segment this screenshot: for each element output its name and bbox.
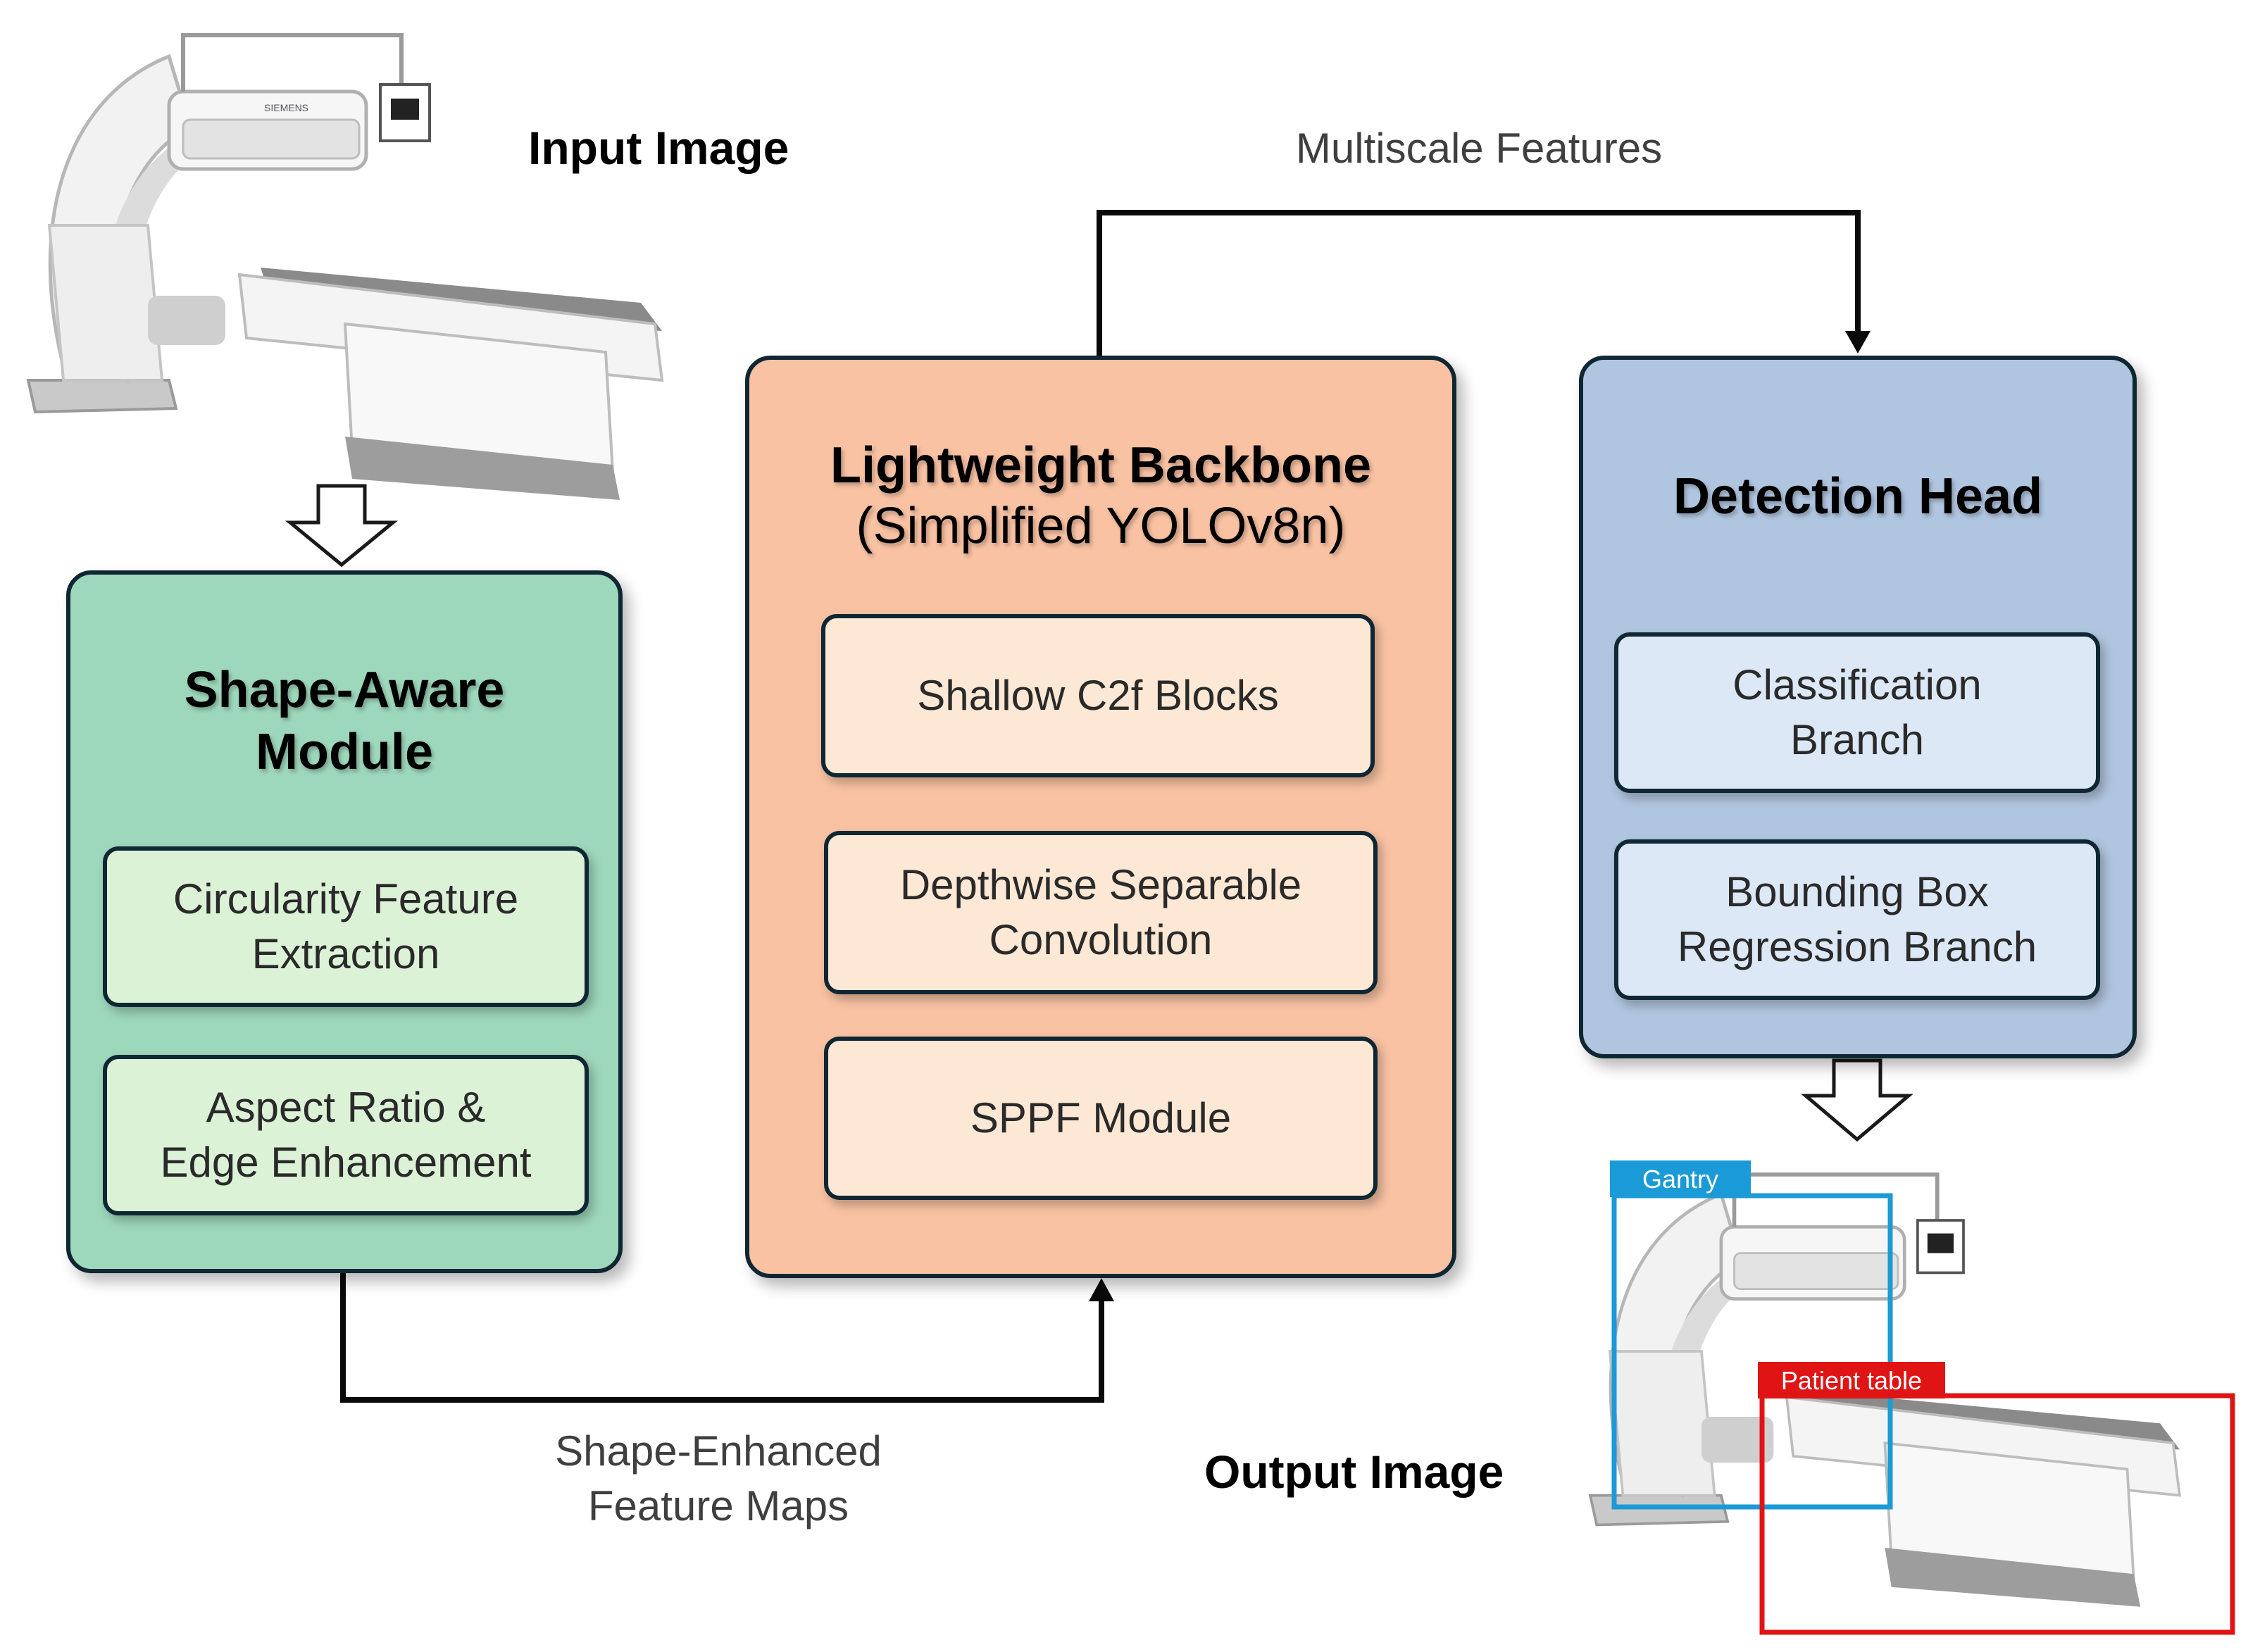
backbone-title: Lightweight Backbone (830, 437, 1372, 494)
classification-branch-box: Classification Branch (1614, 632, 2100, 793)
input-scanner-image (28, 35, 662, 500)
shape-enhanced-label: Shape-Enhanced Feature Maps (555, 1427, 882, 1529)
depthwise-separable-box: Depthwise Separable Convolution (824, 831, 1378, 994)
shallow-c2f-box: Shallow C2f Blocks (821, 614, 1375, 777)
shape-enhanced-arrowhead (1089, 1278, 1114, 1301)
input-down-arrow (285, 484, 398, 568)
bbox-regression-branch-box: Bounding Box Regression Branch (1614, 839, 2100, 1000)
scanner-brand-text: SIEMENS (264, 102, 308, 113)
detection-head-title: Detection Head (1673, 468, 2043, 525)
gantry-bounding-box (1611, 1193, 1893, 1510)
patient-table-bounding-box (1759, 1393, 2235, 1635)
aspect-ratio-edge-box: Aspect Ratio & Edge Enhancement (103, 1055, 589, 1215)
circularity-feature-box: Circularity Feature Extraction (103, 846, 589, 1007)
output-image-label: Output Image (1204, 1446, 1504, 1498)
shape-enhanced-connector (340, 1273, 1104, 1403)
gantry-label-bg (1610, 1160, 1751, 1197)
patient-table-label-bg (1758, 1362, 1945, 1398)
gantry-detection-label: Gantry (1642, 1165, 1719, 1194)
sppf-module-box: SPPF Module (824, 1037, 1378, 1200)
patient-table-detection-label: Patient table (1780, 1366, 1923, 1395)
multiscale-connector (1097, 210, 1861, 356)
input-image-label: Input Image (528, 122, 789, 174)
backbone-subtitle: (Simplified YOLOv8n) (856, 498, 1346, 554)
shape-aware-module-title: Shape-Aware Module (184, 662, 505, 780)
output-down-arrow (1801, 1058, 1913, 1142)
multiscale-features-label: Multiscale Features (1295, 125, 1663, 172)
multiscale-arrowhead (1845, 331, 1871, 353)
